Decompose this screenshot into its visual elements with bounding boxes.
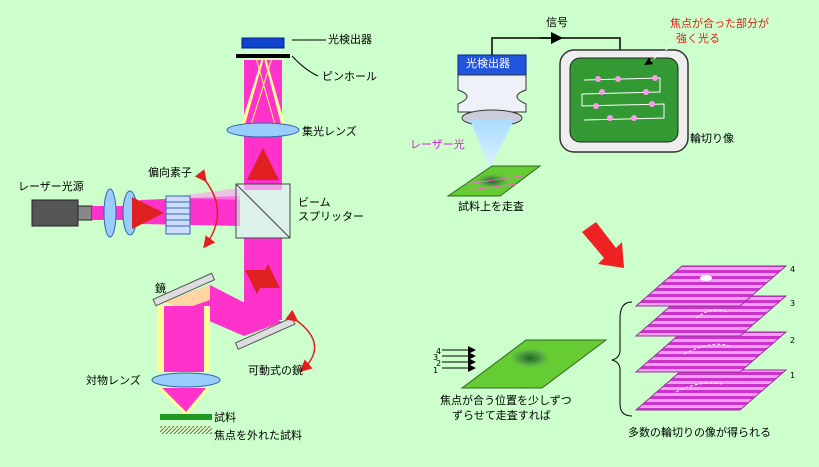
pinhole-label: ピンホール: [322, 70, 377, 83]
stack-number-4: 4: [790, 265, 796, 274]
sample-plate: [160, 414, 212, 434]
objective-lens-label: 対物レンズ: [86, 374, 141, 387]
detector-box-label: 光検出器: [466, 57, 510, 70]
scan-plane: [460, 339, 608, 389]
scan-sample: [446, 165, 542, 197]
slice-bracket: [611, 301, 633, 417]
deflector-element: [165, 169, 219, 249]
focus-note-line-2: 強く光る: [676, 32, 720, 45]
laser-source-label: レーザー光源: [18, 180, 84, 193]
beam-splitter: [235, 183, 291, 239]
monitor: [559, 41, 689, 153]
detector-label: 光検出器: [328, 33, 372, 46]
sample-label: 試料: [214, 411, 236, 424]
shift-note-line-2: ずらせて走査すれば: [452, 409, 551, 422]
direction-arrows: [132, 148, 280, 294]
contour-image-label: 輪切り像: [690, 132, 734, 145]
level-mark-4: 4: [436, 347, 442, 356]
pinhole-leader: [291, 55, 319, 77]
condenser-lens-label: 集光レンズ: [302, 125, 357, 138]
many-slices-label: 多数の輪切りの像が得られる: [628, 426, 771, 439]
condenser-lens: [226, 122, 300, 138]
movable-mirror-label: 可動式の鏡: [248, 364, 303, 377]
laser-light-label: レーザー光: [410, 138, 465, 151]
mirror-label: 鏡: [155, 282, 166, 295]
laser-source: [31, 199, 93, 227]
stack-number-1: 1: [790, 371, 796, 380]
beam-splitter-label-1: ビーム: [298, 196, 331, 209]
detector-unit: [457, 54, 527, 168]
level-mark-1: 1: [433, 366, 439, 375]
objective-lens: [151, 372, 221, 388]
focus-note-line-1: 焦点が合った部分が: [670, 17, 769, 30]
level-arrows: [442, 346, 476, 372]
signal-label: 信号: [546, 16, 568, 29]
signal-wire: [491, 32, 621, 55]
level-mark-2: 2: [436, 359, 442, 368]
beam-splitter-label-2: スプリッター: [298, 210, 364, 223]
slice-stack: [634, 265, 788, 411]
shift-note-line-1: 焦点が合う位置を少しずつ: [440, 394, 572, 407]
deflector-label: 偏向素子: [148, 166, 192, 179]
pinhole: [236, 54, 290, 58]
defocused-sample-label: 焦点を外れた試料: [214, 429, 302, 442]
big-down-arrow: [582, 222, 624, 268]
movable-mirror: [234, 309, 316, 372]
stack-number-3: 3: [790, 299, 796, 308]
scan-sample-label: 試料上を走査: [458, 200, 524, 213]
detector: [241, 37, 285, 49]
mirror: [152, 272, 216, 307]
stack-number-2: 2: [790, 336, 796, 345]
level-mark-3: 3: [433, 353, 439, 362]
